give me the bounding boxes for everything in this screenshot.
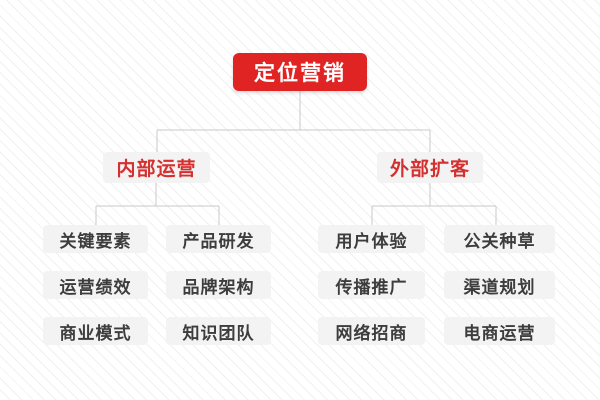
branch-node-internal-operations: 内部运营 — [103, 152, 210, 183]
leaf-node: 品牌架构 — [166, 271, 271, 299]
branch-node-external-expansion: 外部扩客 — [377, 152, 483, 183]
connector-left-branch — [95, 183, 220, 225]
leaf-node: 知识团队 — [166, 317, 271, 345]
leaf-node: 运营绩效 — [43, 271, 148, 299]
connector-root — [156, 91, 431, 152]
leaf-node: 产品研发 — [166, 225, 271, 253]
leaf-node: 公关种草 — [444, 225, 555, 253]
leaf-node: 用户体验 — [318, 225, 425, 253]
leaf-node: 网络招商 — [318, 317, 425, 345]
leaf-node: 电商运营 — [444, 317, 555, 345]
leaf-node: 传播推广 — [318, 271, 425, 299]
leaf-node: 商业模式 — [43, 317, 148, 345]
connector-right-branch — [371, 183, 497, 225]
root-node: 定位营销 — [233, 53, 367, 91]
leaf-node: 渠道规划 — [444, 271, 555, 299]
leaf-node: 关键要素 — [43, 225, 148, 253]
